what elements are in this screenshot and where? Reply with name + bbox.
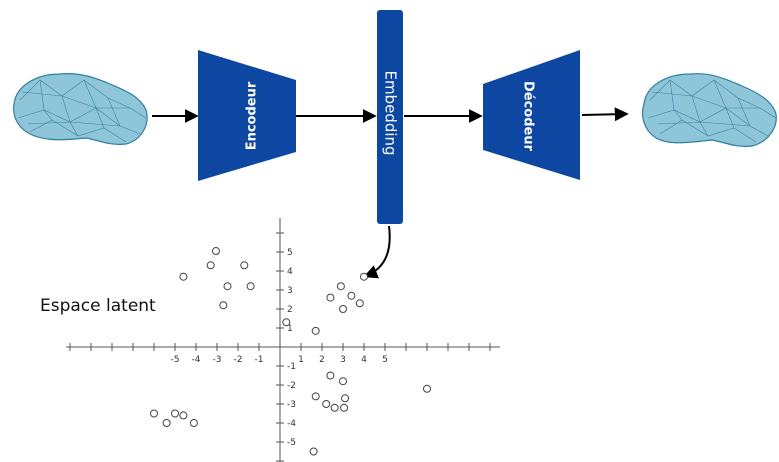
- output-brain-mesh-icon: [641, 73, 777, 147]
- y-tick-label: -2: [287, 381, 296, 391]
- scatter-point: [171, 409, 179, 418]
- scatter-point: [179, 272, 188, 281]
- scatter-point: [162, 419, 171, 427]
- scatter-point: [347, 291, 356, 300]
- scatter-point: [282, 318, 291, 327]
- scatter-point: [246, 282, 255, 291]
- x-tick-label: 1: [298, 355, 304, 365]
- scatter-point: [322, 400, 331, 408]
- scatter-point: [341, 394, 350, 403]
- decoder-block: [483, 50, 580, 180]
- decoder-label: Décodeur: [521, 81, 536, 152]
- scatter-point: [360, 272, 368, 281]
- arrow-embedding-to-latent: [363, 225, 391, 279]
- scatter-point: [179, 411, 188, 420]
- y-tick-label: -5: [287, 438, 296, 448]
- x-tick-label: -4: [192, 355, 201, 365]
- scatter-point: [326, 371, 335, 380]
- x-tick-label: 5: [382, 355, 388, 365]
- x-tick-label: -2: [234, 355, 243, 365]
- scatter-point: [223, 282, 232, 291]
- scatter-point: [336, 282, 345, 291]
- scatter-point: [240, 261, 249, 270]
- scatter-point: [339, 305, 347, 313]
- scatter-point: [311, 392, 320, 401]
- arrow-decoder-to-output: [581, 107, 629, 122]
- x-tick-label: 3: [340, 355, 346, 365]
- x-tick-label: -5: [171, 355, 180, 365]
- scatter-point: [330, 403, 339, 412]
- scatter-point: [339, 377, 347, 386]
- x-tick-label: -3: [213, 355, 222, 365]
- x-tick-label: 4: [361, 355, 367, 365]
- scatter-point: [211, 247, 220, 256]
- scatter-point: [309, 447, 318, 456]
- y-tick-label: -4: [287, 419, 296, 429]
- encoder-block: [198, 50, 296, 181]
- scatter-point: [219, 301, 228, 310]
- input-brain-mesh-icon: [13, 73, 148, 145]
- y-tick-label: 2: [287, 305, 293, 315]
- scatter-point: [150, 409, 158, 418]
- scatter-point: [423, 384, 431, 393]
- scatter-point: [311, 326, 320, 335]
- y-tick-label: 4: [287, 267, 293, 277]
- embedding-block: [377, 10, 403, 224]
- y-tick-label: 1: [287, 324, 293, 334]
- encoder-label: Encodeur: [245, 81, 260, 150]
- y-tick-label: -3: [287, 400, 296, 410]
- scatter-point: [206, 261, 215, 270]
- y-tick-label: 5: [287, 248, 293, 258]
- y-tick-label: 3: [287, 286, 293, 296]
- x-tick-label: -1: [255, 355, 264, 365]
- scatter-point: [355, 299, 364, 308]
- y-tick-label: -1: [287, 362, 296, 372]
- scatter-point: [340, 403, 349, 412]
- embedding-label: Embedding: [382, 70, 400, 155]
- latent-space-label: Espace latent: [40, 296, 156, 316]
- x-tick-label: 2: [319, 355, 325, 365]
- scatter-point: [189, 419, 198, 427]
- scatter-point: [326, 293, 335, 302]
